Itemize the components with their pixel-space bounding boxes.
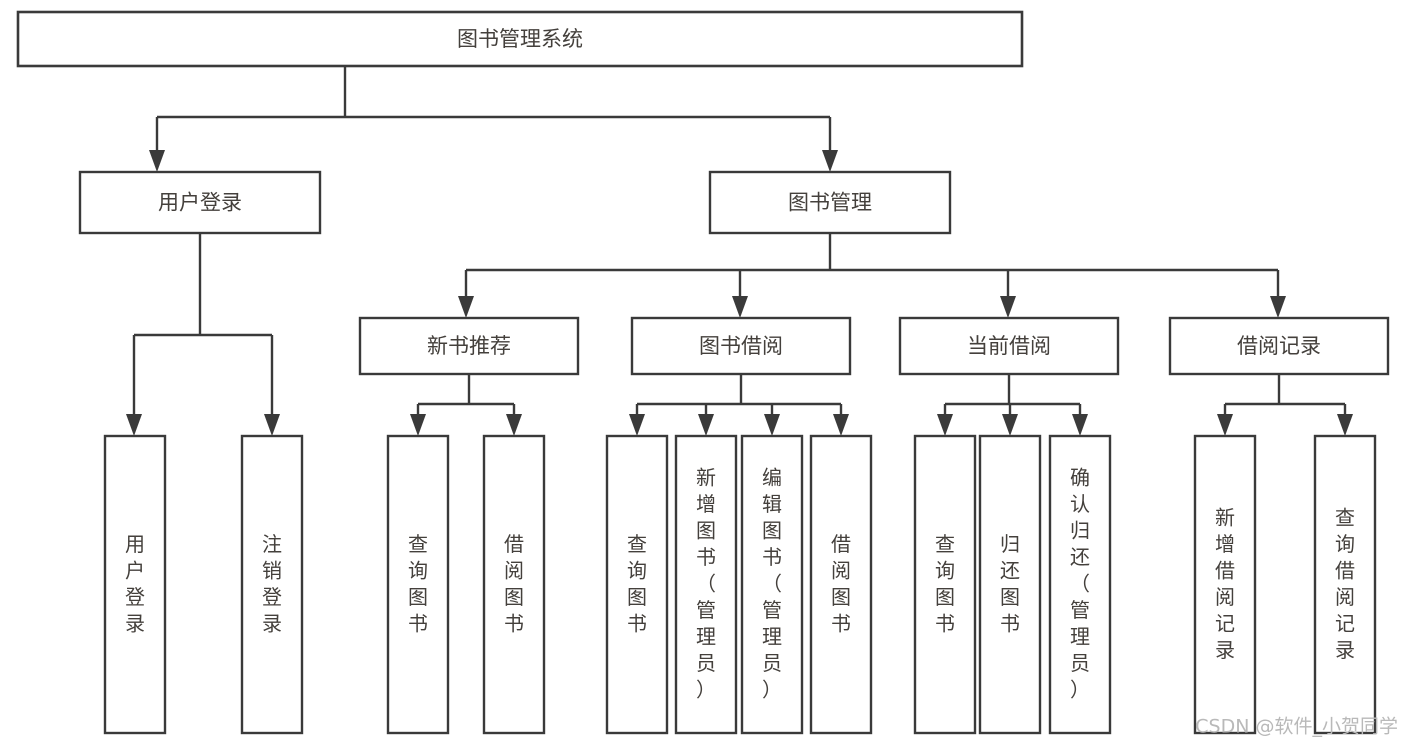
arrow-leaf-query-borrow-record-icon (1337, 414, 1353, 436)
arrow-leaf-borrow-book-recommend-icon (506, 414, 522, 436)
node-leaf-edit-book-admin[interactable]: 编辑图书（管理员） (740, 434, 804, 735)
node-label-leaf-user-login: 用户登录 (125, 531, 145, 635)
node-box-leaf-return-book[interactable] (978, 434, 1042, 735)
node-label-leaf-borrow-book-recommend: 借阅图书 (504, 531, 524, 635)
node-label-book-borrow: 图书借阅 (699, 334, 783, 358)
arrow-head-layer (126, 150, 1353, 436)
arrow-current-borrow-icon (1000, 296, 1016, 318)
node-box-leaf-query-book-recommend[interactable] (386, 434, 450, 735)
node-box-borrow-record[interactable] (1168, 316, 1390, 376)
arrow-leaf-query-book-borrow-icon (629, 414, 645, 436)
node-leaf-return-book[interactable]: 归还图书 (978, 434, 1042, 735)
node-leaf-borrow-book-recommend[interactable]: 借阅图书 (482, 434, 546, 735)
node-label-borrow-record: 借阅记录 (1237, 334, 1321, 358)
node-box-leaf-borrow-book[interactable] (809, 434, 873, 735)
node-leaf-logout[interactable]: 注销登录 (240, 434, 304, 735)
node-box-leaf-user-login[interactable] (103, 434, 167, 735)
node-box-leaf-query-book-borrow[interactable] (605, 434, 669, 735)
node-label-leaf-query-book-current: 查询图书 (935, 531, 955, 635)
arrow-book-management-icon (822, 150, 838, 172)
node-box-leaf-query-borrow-record[interactable] (1313, 434, 1377, 735)
node-leaf-query-book-current[interactable]: 查询图书 (913, 434, 977, 735)
node-new-book-recommend[interactable]: 新书推荐 (358, 316, 580, 376)
node-leaf-user-login[interactable]: 用户登录 (103, 434, 167, 735)
arrow-leaf-edit-book-admin-icon (764, 414, 780, 436)
node-box-leaf-edit-book-admin[interactable] (740, 434, 804, 735)
node-box-leaf-logout[interactable] (240, 434, 304, 735)
node-book-management[interactable]: 图书管理 (708, 170, 952, 235)
node-box-book-borrow[interactable] (630, 316, 852, 376)
arrow-book-borrow-icon (732, 296, 748, 318)
node-box-new-book-recommend[interactable] (358, 316, 580, 376)
node-current-borrow[interactable]: 当前借阅 (898, 316, 1120, 376)
arrow-leaf-borrow-book-icon (833, 414, 849, 436)
node-label-leaf-confirm-return-admin: 确认归还（管理员） (1070, 465, 1090, 701)
arrow-leaf-add-book-admin-icon (698, 414, 714, 436)
node-label-leaf-edit-book-admin: 编辑图书（管理员） (762, 465, 782, 701)
node-label-leaf-query-book-borrow: 查询图书 (627, 531, 647, 635)
arrow-leaf-return-book-icon (1002, 414, 1018, 436)
arrow-leaf-query-book-recommend-icon (410, 414, 426, 436)
node-label-leaf-add-borrow-record: 新增借阅记录 (1215, 505, 1235, 662)
node-root[interactable]: 图书管理系统 (16, 10, 1024, 68)
node-box-leaf-borrow-book-recommend[interactable] (482, 434, 546, 735)
node-label-new-book-recommend: 新书推荐 (427, 334, 511, 358)
node-leaf-confirm-return-admin[interactable]: 确认归还（管理员） (1048, 434, 1112, 735)
node-label-root: 图书管理系统 (457, 27, 583, 51)
node-box-leaf-confirm-return-admin[interactable] (1048, 434, 1112, 735)
node-label-current-borrow: 当前借阅 (967, 334, 1051, 358)
node-book-borrow[interactable]: 图书借阅 (630, 316, 852, 376)
node-layer: 图书管理系统用户登录图书管理新书推荐图书借阅当前借阅借阅记录用户登录注销登录查询… (16, 10, 1390, 735)
node-box-current-borrow[interactable] (898, 316, 1120, 376)
arrow-leaf-user-login-icon (126, 414, 142, 436)
node-label-leaf-add-book-admin: 新增图书（管理员） (696, 465, 716, 701)
node-leaf-add-book-admin[interactable]: 新增图书（管理员） (674, 434, 738, 735)
node-box-root[interactable] (16, 10, 1024, 68)
node-leaf-add-borrow-record[interactable]: 新增借阅记录 (1193, 434, 1257, 735)
arrow-user-login-icon (149, 150, 165, 172)
watermark-layer: CSDN @软件_小贺同学 (1195, 716, 1398, 738)
arrow-new-book-recommend-icon (458, 296, 474, 318)
arrow-leaf-query-book-current-icon (937, 414, 953, 436)
node-label-book-management: 图书管理 (788, 191, 872, 215)
node-label-leaf-query-borrow-record: 查询借阅记录 (1335, 505, 1355, 662)
watermark-label: CSDN @软件_小贺同学 (1195, 716, 1398, 738)
node-label-leaf-borrow-book: 借阅图书 (831, 531, 851, 635)
node-leaf-query-borrow-record[interactable]: 查询借阅记录 (1313, 434, 1377, 735)
node-leaf-query-book-borrow[interactable]: 查询图书 (605, 434, 669, 735)
arrow-leaf-logout-icon (264, 414, 280, 436)
node-label-leaf-query-book-recommend: 查询图书 (408, 531, 428, 635)
node-label-user-login: 用户登录 (158, 191, 242, 215)
node-box-book-management[interactable] (708, 170, 952, 235)
node-box-leaf-query-book-current[interactable] (913, 434, 977, 735)
node-box-leaf-add-book-admin[interactable] (674, 434, 738, 735)
node-box-user-login[interactable] (78, 170, 322, 235)
node-label-leaf-return-book: 归还图书 (1000, 531, 1020, 635)
arrow-leaf-add-borrow-record-icon (1217, 414, 1233, 436)
arrow-borrow-record-icon (1270, 296, 1286, 318)
node-borrow-record[interactable]: 借阅记录 (1168, 316, 1390, 376)
node-label-leaf-logout: 注销登录 (262, 531, 282, 635)
node-leaf-query-book-recommend[interactable]: 查询图书 (386, 434, 450, 735)
arrow-leaf-confirm-return-admin-icon (1072, 414, 1088, 436)
node-leaf-borrow-book[interactable]: 借阅图书 (809, 434, 873, 735)
node-user-login[interactable]: 用户登录 (78, 170, 322, 235)
node-box-leaf-add-borrow-record[interactable] (1193, 434, 1257, 735)
